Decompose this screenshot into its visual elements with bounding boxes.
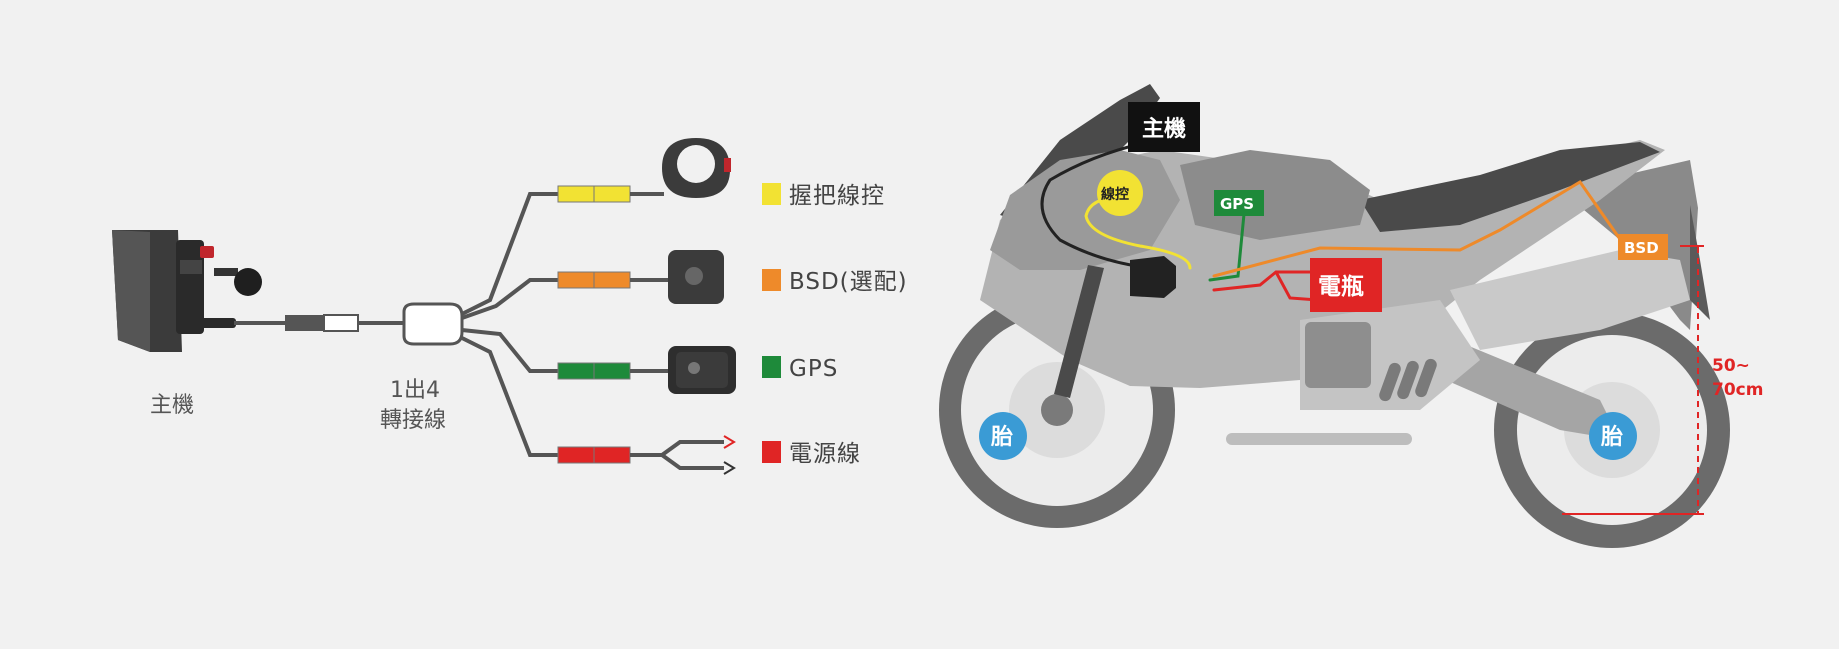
splitter-label-line1: 1出4 (390, 378, 440, 403)
main-unit-label: 主機 (150, 393, 194, 418)
legend-swatch-remote (762, 183, 781, 205)
height-measurement: 50~ 70cm (1562, 245, 1763, 515)
gps-tag: GPS (1214, 190, 1264, 216)
host-tag-text: 主機 (1142, 117, 1186, 142)
power-cable (1212, 270, 1322, 302)
remote-tag-text: 線控 (1101, 186, 1129, 203)
wire-connector (1130, 256, 1176, 298)
bsd-tag-text: BSD (1624, 239, 1659, 257)
gps-module-device (668, 346, 736, 394)
rear-tire-badge: 胎 (1589, 412, 1637, 460)
legend-item-remote: 握把線控 (789, 183, 885, 209)
wiring-diagram: 主機 1出4 轉接線 握把線控 BSD(選配) GPS 電源線 (112, 138, 908, 475)
branch-gps (557, 346, 736, 394)
remote-cable (1084, 196, 1192, 270)
motorcycle-diagram: 50~ 70cm 主機 線控 GPS 電瓶 BSD 胎 (939, 84, 1763, 548)
legend: 握把線控 BSD(選配) GPS 電源線 (762, 183, 908, 467)
remote-tag: 線控 (1097, 170, 1143, 216)
gps-cable (1208, 212, 1246, 282)
gps-tag-text: GPS (1220, 195, 1254, 213)
battery-tag-text: 電瓶 (1318, 274, 1364, 300)
branch-power (557, 435, 736, 475)
host-cable (1040, 136, 1170, 270)
legend-item-power: 電源線 (789, 441, 861, 467)
splitter-branches (461, 192, 560, 457)
legend-item-gps: GPS (789, 356, 838, 382)
handlebar-remote-device (662, 138, 731, 198)
branch-remote (557, 138, 731, 203)
bsd-tag: BSD (1618, 234, 1668, 260)
main-unit-device (112, 230, 262, 352)
legend-swatch-power (762, 441, 781, 463)
branch-bsd (557, 250, 724, 304)
legend-swatch-gps (762, 356, 781, 378)
height-label-line2: 70cm (1712, 380, 1763, 400)
splitter-label-line2: 轉接線 (380, 408, 446, 433)
engine-block (1305, 322, 1371, 388)
legend-swatch-bsd (762, 269, 781, 291)
front-tire-text: 胎 (991, 424, 1013, 450)
host-tag: 主機 (1128, 102, 1200, 152)
bsd-cable (1212, 179, 1624, 278)
motorcycle-wires (1040, 136, 1624, 302)
battery-tag: 電瓶 (1310, 258, 1382, 312)
cable-connector (323, 314, 359, 332)
splitter-block (402, 302, 464, 346)
legend-item-bsd: BSD(選配) (789, 269, 908, 295)
rear-tire-text: 胎 (1601, 424, 1623, 450)
power-lead-positive (723, 435, 736, 449)
cable-sleeve (285, 315, 325, 331)
power-lead-negative (723, 461, 736, 475)
front-tire-badge: 胎 (979, 412, 1027, 460)
height-label-line1: 50~ (1712, 356, 1750, 376)
bsd-sensor-device (668, 250, 724, 304)
